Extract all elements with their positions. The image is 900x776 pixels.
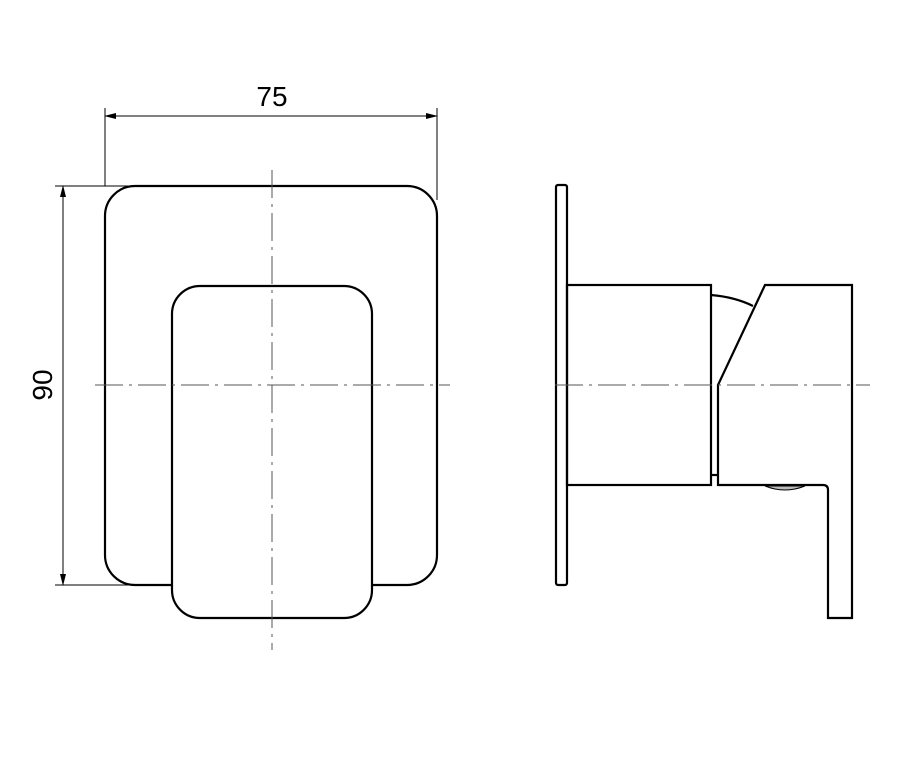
body-arc bbox=[710, 293, 754, 307]
lever-handle bbox=[716, 283, 854, 620]
height-dimension: 90 bbox=[27, 185, 140, 586]
front-view bbox=[95, 170, 450, 650]
height-label: 90 bbox=[27, 369, 58, 400]
width-dimension: 75 bbox=[104, 81, 438, 200]
side-view bbox=[554, 183, 870, 620]
width-label: 75 bbox=[256, 81, 287, 112]
lever-pivot bbox=[764, 485, 806, 491]
